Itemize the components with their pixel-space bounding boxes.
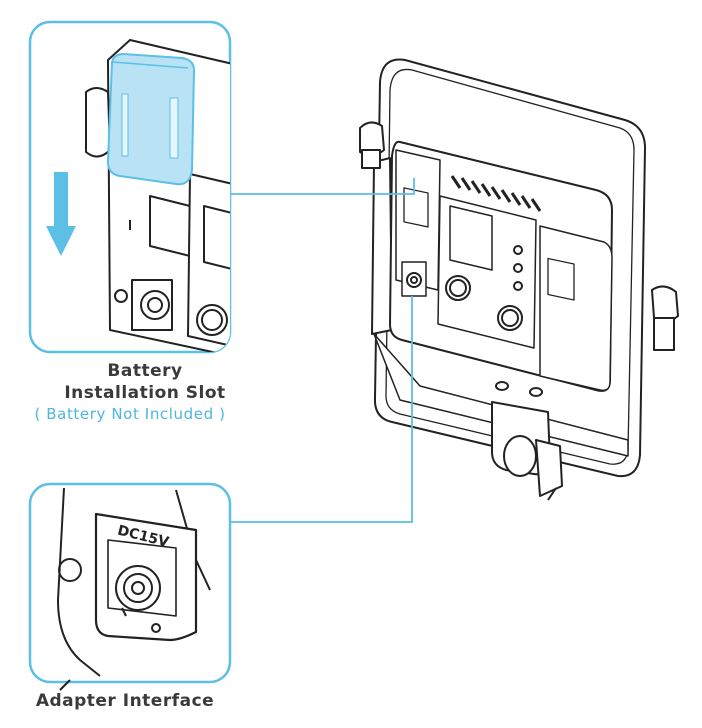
adapter-detail — [56, 487, 220, 691]
down-arrow-icon — [46, 172, 76, 256]
led-panel — [359, 58, 679, 501]
battery-icon — [106, 52, 196, 186]
callout-lines — [228, 178, 415, 523]
battery-label-line2: Installation Slot — [64, 383, 226, 403]
battery-label-line1: Battery — [107, 361, 183, 381]
adapter-interface-label: Adapter Interface — [35, 691, 215, 711]
battery-slot-label: Battery Installation Slot — [40, 360, 250, 404]
battery-note: ( Battery Not Included ) — [34, 405, 226, 423]
